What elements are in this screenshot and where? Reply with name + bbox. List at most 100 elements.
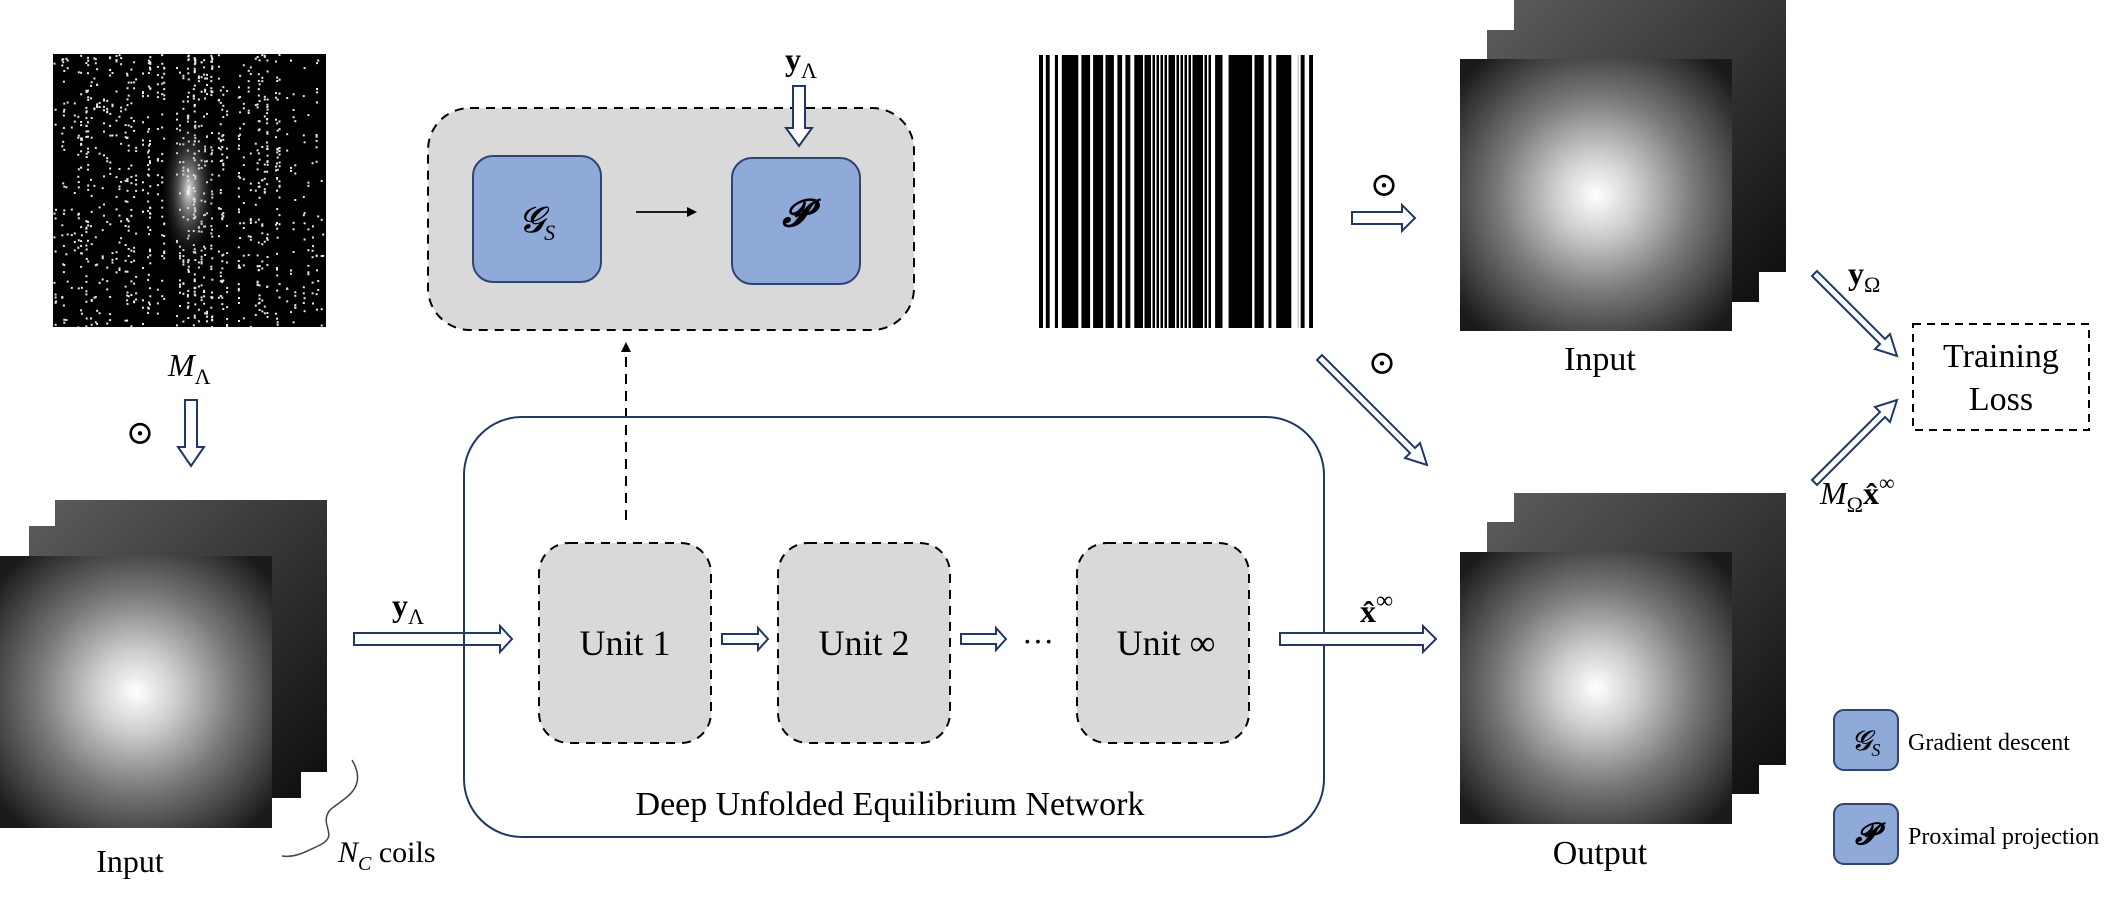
mask-sample-dot	[109, 313, 112, 316]
mask-sample-dot	[149, 62, 152, 65]
mask-sample-column	[1211, 55, 1216, 328]
mask-sample-dot	[106, 99, 109, 102]
mask-sample-dot	[149, 61, 152, 64]
mask-sample-dot	[163, 257, 166, 260]
mask-sample-dot	[256, 254, 259, 257]
mask-sample-dot	[197, 266, 200, 269]
mask-sample-dot	[111, 103, 114, 106]
mask-sample-dot	[109, 167, 112, 170]
mask-sample-dot	[156, 83, 159, 86]
mask-sample-dot	[87, 98, 90, 101]
mask-sample-dot	[187, 72, 190, 75]
mask-sample-dot	[124, 319, 127, 322]
mask-sample-dot	[278, 214, 281, 217]
mask-sample-dot	[96, 322, 99, 325]
mask-sample-dot	[62, 110, 65, 113]
mask-sample-dot	[106, 280, 109, 283]
mask-sample-dot	[197, 77, 200, 80]
mask-sample-dot	[156, 174, 159, 177]
mask-sample-dot	[149, 206, 152, 209]
mask-sample-dot	[261, 146, 264, 148]
mask-sample-dot	[275, 136, 277, 139]
mask-sample-dot	[210, 75, 213, 78]
mask-sample-dot	[118, 185, 121, 188]
mask-sample-column	[1058, 55, 1062, 328]
mask-sample-dot	[90, 97, 92, 100]
hollow-arrow-unit1-to-unit2	[721, 625, 770, 653]
mask-sample-dot	[90, 81, 93, 84]
mask-sample-dot	[147, 301, 150, 304]
mask-sample-dot	[90, 178, 92, 181]
mask-sample-dot	[200, 61, 203, 64]
mask-sample-dot	[147, 192, 150, 195]
mask-sample-dot	[239, 222, 242, 225]
coils-brace	[281, 759, 359, 858]
mask-sample-dot	[77, 71, 80, 74]
mask-sample-dot	[176, 67, 178, 69]
mask-sample-dot	[147, 59, 150, 62]
mask-sample-dot	[115, 271, 118, 274]
mask-sample-dot	[147, 311, 150, 314]
mask-sample-dot	[101, 278, 104, 281]
mask-sample-column	[1043, 55, 1046, 328]
mask-label: MΛ	[167, 347, 211, 389]
mask-sample-dot	[203, 289, 206, 292]
mask-sample-dot	[249, 182, 252, 185]
mask-sample-dot	[80, 252, 83, 255]
mask-sample-dot	[226, 261, 229, 264]
mask-sample-dot	[194, 62, 197, 65]
mask-sample-dot	[247, 235, 250, 238]
mask-sample-dot	[85, 231, 88, 234]
mask-sample-dot	[77, 213, 80, 216]
mask-sample-dot	[94, 62, 97, 65]
mask-sample-dot	[266, 103, 269, 106]
mask-sample-dot	[53, 212, 56, 215]
mask-sample-dot	[142, 323, 144, 325]
odot-operator-top-right: ⊙	[1370, 167, 1399, 204]
mask-sample-dot	[257, 73, 260, 76]
mask-sample-dot	[258, 120, 261, 123]
mask-sample-dot	[249, 152, 252, 155]
mask-sample-dot	[249, 235, 252, 238]
mask-sample-dot	[186, 95, 189, 98]
mask-sample-dot	[62, 61, 65, 64]
mask-sample-dot	[237, 260, 240, 262]
mask-sample-dot	[54, 296, 57, 299]
mask-sample-dot	[311, 256, 314, 259]
mask-sample-column	[1078, 55, 1082, 328]
mask-sample-dot	[278, 150, 281, 152]
mask-sample-dot	[63, 108, 66, 111]
mask-sample-dot	[210, 80, 213, 83]
mask-sample-dot	[115, 119, 118, 122]
mask-sample-dot	[115, 195, 118, 198]
column-mask-image	[1039, 55, 1313, 328]
mask-sample-dot	[258, 301, 261, 304]
mask-sample-dot	[311, 292, 314, 295]
unit-1-block	[538, 542, 712, 744]
mask-sample-dot	[317, 215, 320, 218]
mask-sample-dot	[142, 91, 144, 94]
mask-sample-dot	[186, 295, 189, 298]
mask-sample-dot	[73, 249, 76, 252]
mask-sample-dot	[142, 189, 144, 192]
mask-sample-dot	[149, 229, 152, 231]
mask-sample-dot	[278, 223, 281, 226]
mask-sample-dot	[163, 66, 166, 69]
mask-sample-dot	[126, 299, 129, 302]
mask-sample-dot	[275, 92, 277, 95]
mask-sample-column	[1183, 55, 1185, 328]
mask-sample-dot	[217, 137, 220, 140]
mask-sample-dot	[182, 320, 185, 323]
mask-sample-dot	[276, 122, 279, 125]
mask-sample-dot	[276, 151, 279, 154]
mask-sample-dot	[286, 133, 289, 136]
mask-sample-dot	[203, 295, 206, 298]
mask-sample-dot	[294, 172, 297, 175]
mask-sample-column	[1191, 55, 1193, 328]
mask-sample-dot	[219, 139, 222, 142]
mask-sample-dot	[256, 103, 259, 106]
mask-sample-dot	[85, 110, 88, 113]
mask-sample-dot	[179, 71, 181, 74]
mask-sample-dot	[147, 116, 150, 119]
mask-sample-dot	[94, 321, 97, 324]
